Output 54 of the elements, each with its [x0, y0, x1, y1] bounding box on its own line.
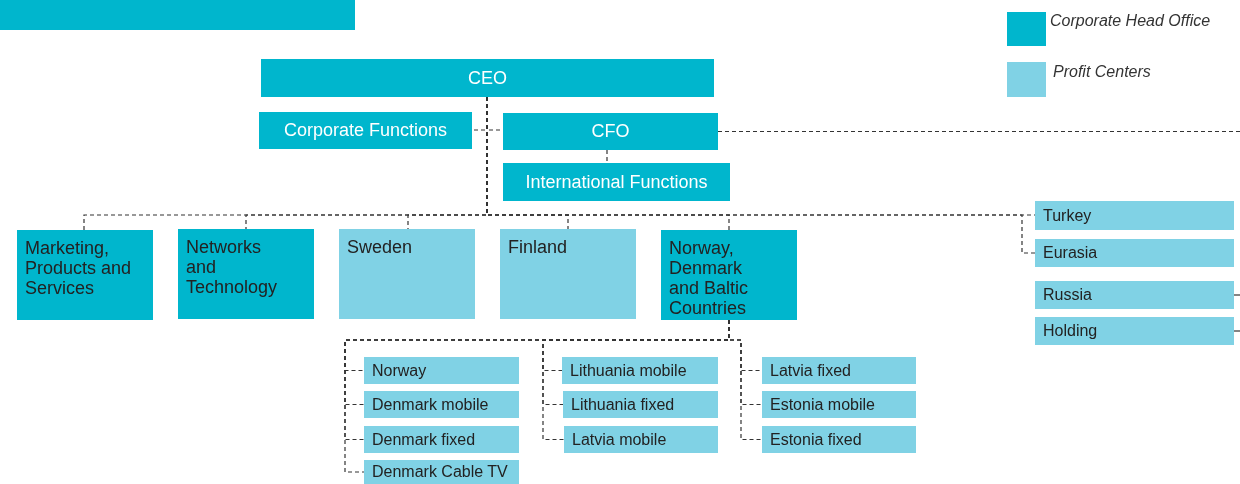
box-label: Lithuania fixed [571, 395, 675, 414]
box-label: Denmark Cable TV [372, 463, 508, 481]
org-box [17, 230, 153, 320]
org-box [762, 426, 916, 453]
org-box [178, 229, 314, 319]
org-box [500, 229, 636, 319]
org-box [261, 59, 714, 97]
box-label: Latvia mobile [572, 430, 667, 449]
org-box [564, 426, 718, 453]
box-label: Latvia fixed [770, 361, 851, 380]
org-box [364, 460, 519, 484]
legend-label: Corporate Head Office [1050, 12, 1211, 30]
org-box [364, 357, 519, 384]
connector-line [606, 149, 608, 164]
box-label: Norway, Denmark and Baltic Countries [669, 238, 750, 319]
org-box [562, 357, 718, 384]
org-box [1035, 317, 1234, 345]
org-box [1035, 281, 1234, 309]
connector-line [717, 130, 1240, 133]
box-label: International Functions [525, 171, 708, 193]
box-label: Marketing, Products and Services [25, 238, 133, 299]
org-box [563, 391, 718, 418]
box-label: Corporate Functions [283, 120, 448, 141]
org-box [364, 426, 519, 453]
org-box [1035, 201, 1234, 230]
org-box [259, 112, 472, 149]
box-label: Holding [1043, 322, 1098, 340]
org-box [364, 391, 519, 418]
org-box [503, 113, 718, 150]
connector-line [1233, 330, 1240, 332]
box-label: Networks and Technology [186, 237, 279, 298]
connector-line [728, 319, 763, 441]
box-label: Russia [1043, 286, 1092, 304]
org-box [762, 391, 916, 418]
box-label: Finland [508, 237, 569, 258]
box-label: Sweden [347, 237, 414, 258]
box-label: CEO [468, 67, 507, 89]
box-label: CFO [591, 121, 630, 142]
box-label: Denmark mobile [372, 395, 489, 414]
org-box [661, 230, 797, 320]
org-box [762, 357, 916, 384]
title-bar [0, 0, 355, 30]
box-label: Turkey [1043, 206, 1092, 225]
legend-label: Profit Centers [1053, 63, 1151, 81]
box-label: Norway [372, 361, 427, 380]
org-box [339, 229, 475, 319]
box-label: Estonia mobile [770, 395, 875, 414]
connector-line [1233, 294, 1240, 296]
box-label: Denmark fixed [372, 430, 476, 449]
org-box [503, 163, 730, 201]
org-box [1035, 239, 1234, 267]
box-label: Lithuania mobile [570, 361, 687, 380]
box-label: Estonia fixed [770, 430, 862, 449]
box-label: Eurasia [1043, 244, 1098, 262]
